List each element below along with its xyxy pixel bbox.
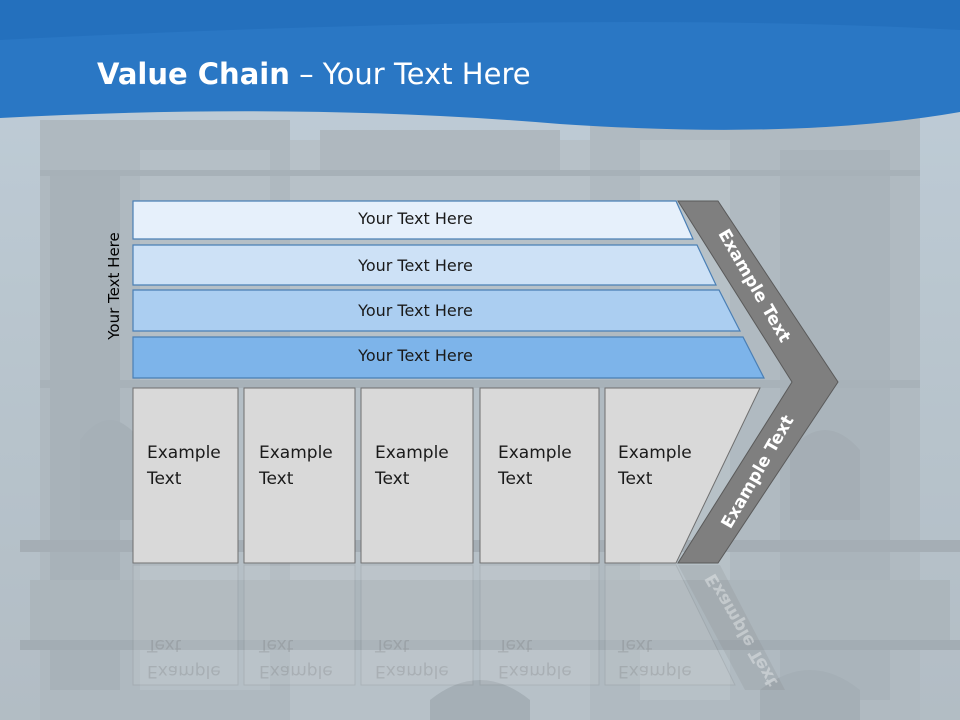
box-text-2-line1: Example [259, 443, 333, 463]
box-text-2-reflection: Example Text [259, 632, 369, 684]
row-label-4: Your Text Here [358, 346, 473, 365]
box-text-2-reflection-line2: Text [259, 635, 294, 655]
diagram-reflection [132, 564, 785, 690]
box-text-4-line2: Text [498, 469, 533, 489]
box-text-3-line1: Example [375, 443, 449, 463]
box-text-2-reflection-line1: Example [259, 661, 333, 681]
box-text-3-reflection-line2: Text [375, 635, 410, 655]
row-band-2 [132, 244, 717, 286]
row-band-1 [132, 200, 694, 240]
box-text-5-reflection-line2: Text [618, 635, 653, 655]
row-label-1: Your Text Here [358, 209, 473, 228]
slide-title-bold: Value Chain [97, 57, 290, 91]
box-text-1-line2: Text [147, 469, 182, 489]
box-text-5-line1: Example [618, 443, 692, 463]
box-text-5-reflection: Example Text [618, 632, 728, 684]
box-text-4-line1: Example [498, 443, 572, 463]
box-text-1-reflection-line2: Text [147, 635, 182, 655]
box-text-5-line2: Text [618, 469, 653, 489]
margin-chevron-arrow [677, 200, 839, 564]
box-text-1-reflection-line1: Example [147, 661, 221, 681]
box-text-2-line2: Text [259, 469, 294, 489]
slide-title-rest: – Your Text Here [289, 57, 531, 91]
activity-box-3 [360, 387, 474, 564]
box-text-3-reflection-line1: Example [375, 661, 449, 681]
activity-box-1 [132, 387, 239, 564]
activity-box-4 [479, 387, 600, 564]
row-label-2: Your Text Here [358, 256, 473, 275]
box-text-4-reflection-line1: Example [498, 661, 572, 681]
activity-box-5 [604, 387, 761, 564]
row-label-3: Your Text Here [358, 301, 473, 320]
row-band-4 [132, 336, 765, 379]
box-text-1-reflection: Example Text [147, 632, 257, 684]
row-band-3 [132, 289, 741, 332]
slide-title: Value Chain – Your Text Here [97, 54, 531, 94]
box-text-3-line2: Text [375, 469, 410, 489]
box-text-3-reflection: Example Text [375, 632, 485, 684]
box-text-4-reflection: Example Text [498, 632, 608, 684]
box-text-1-line1: Example [147, 443, 221, 463]
box-text-4-reflection-line2: Text [498, 635, 533, 655]
box-text-5-reflection-line1: Example [618, 661, 692, 681]
activity-box-2 [243, 387, 356, 564]
